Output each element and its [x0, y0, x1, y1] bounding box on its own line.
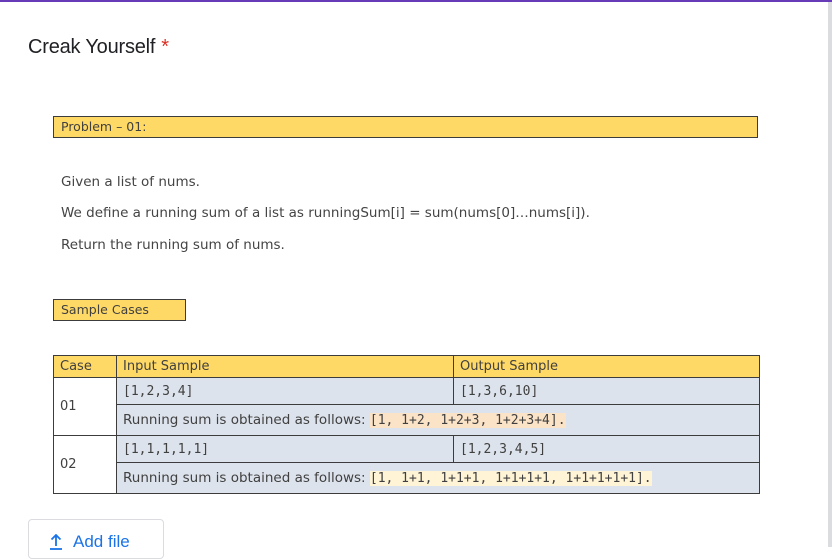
required-asterisk: *: [161, 36, 169, 58]
column-header-output: Output Sample: [453, 355, 760, 378]
problem-heading: Problem – 01:: [53, 116, 758, 138]
explanation-value: [1, 1+1, 1+1+1, 1+1+1+1, 1+1+1+1+1].: [369, 471, 652, 486]
table-row: Running sum is obtained as follows: [1, …: [54, 404, 760, 436]
table-header-row: Case Input Sample Output Sample: [53, 355, 760, 378]
problem-line-2: We define a running sum of a list as run…: [61, 205, 590, 221]
explanation-value: [1, 1+2, 1+2+3, 1+2+3+4].: [369, 413, 566, 428]
input-sample: [1,1,1,1,1]: [116, 435, 454, 463]
output-sample: [1,2,3,4,5]: [453, 435, 760, 463]
case-number: 01: [53, 377, 117, 436]
problem-line-1: Given a list of nums.: [61, 174, 200, 190]
question-title-text: Creak Yourself: [28, 36, 156, 58]
problem-line-3: Return the running sum of nums.: [61, 237, 285, 253]
case-explanation: Running sum is obtained as follows: [1, …: [116, 404, 760, 436]
add-file-button[interactable]: Add file: [28, 519, 164, 559]
column-header-case: Case: [53, 355, 117, 378]
upload-icon: [49, 532, 63, 555]
table-row: Running sum is obtained as follows: [1, …: [54, 462, 760, 494]
form-accent-bar: [0, 0, 832, 2]
table-row: 02 [1,1,1,1,1] [1,2,3,4,5]: [53, 435, 760, 494]
question-title: Creak Yourself*: [28, 36, 169, 59]
explanation-prefix: Running sum is obtained as follows:: [123, 412, 370, 428]
card-edge: [828, 2, 832, 547]
input-sample: [1,2,3,4]: [116, 377, 454, 405]
output-sample: [1,3,6,10]: [453, 377, 760, 405]
table-row: 01 [1,2,3,4] [1,3,6,10]: [53, 377, 760, 436]
sample-cases-table: Case Input Sample Output Sample 01 [1,2,…: [53, 355, 760, 494]
explanation-prefix: Running sum is obtained as follows:: [123, 470, 370, 486]
case-explanation: Running sum is obtained as follows: [1, …: [116, 462, 760, 494]
column-header-input: Input Sample: [116, 355, 454, 378]
sample-cases-heading: Sample Cases: [53, 299, 186, 321]
add-file-label: Add file: [73, 532, 130, 551]
case-number: 02: [53, 435, 117, 494]
